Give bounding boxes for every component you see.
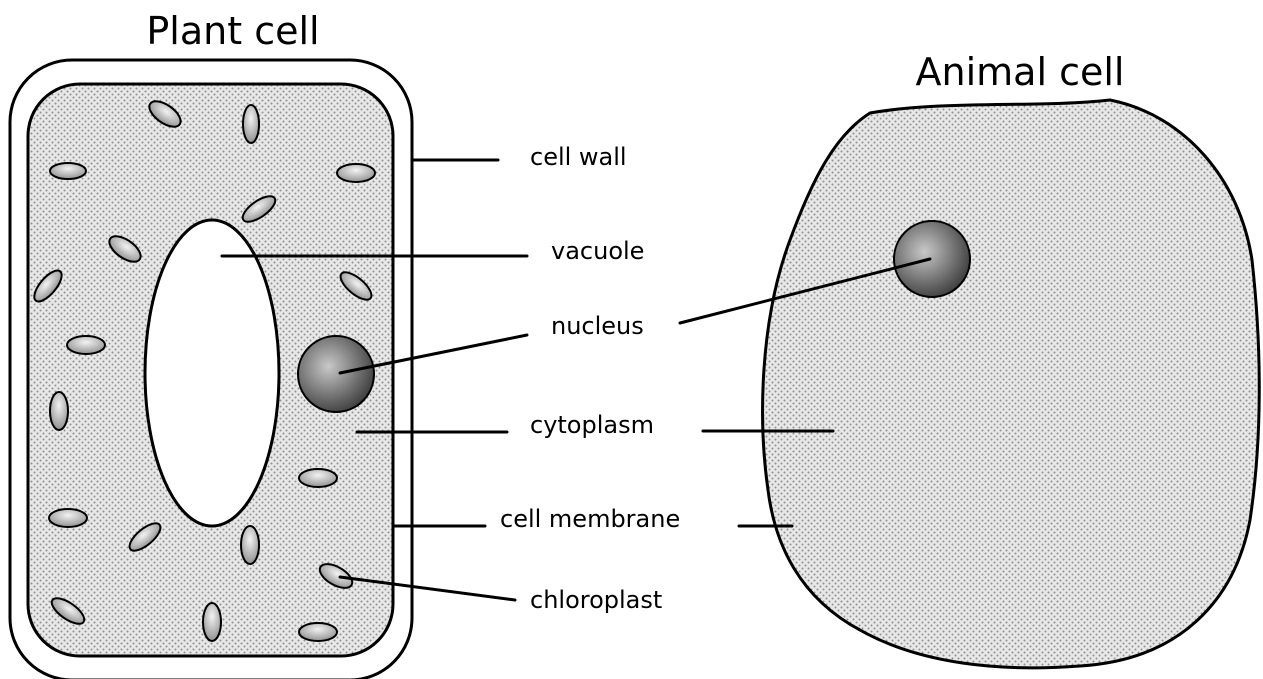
chloroplast [241,526,259,564]
chloroplast [243,105,259,143]
label-cell-membrane: cell membrane [500,505,680,533]
plant-nucleus [298,336,374,412]
vacuole [145,220,279,526]
chloroplast [50,392,68,430]
label-chloroplast: chloroplast [530,586,662,614]
chloroplast [67,336,105,354]
chloroplast [203,603,221,641]
plant-cell-title: Plant cell [146,9,319,53]
chloroplast [299,469,337,487]
label-nucleus: nucleus [551,312,644,340]
animal-cell-title: Animal cell [916,50,1125,94]
animal-nucleus [894,221,970,297]
chloroplast [299,623,337,641]
label-cytoplasm: cytoplasm [530,411,654,439]
chloroplast [50,163,86,179]
label-cell-wall: cell wall [530,143,627,171]
chloroplast [337,164,375,182]
label-vacuole: vacuole [551,237,644,265]
chloroplast [49,509,87,527]
animal-cell-body [763,100,1260,668]
